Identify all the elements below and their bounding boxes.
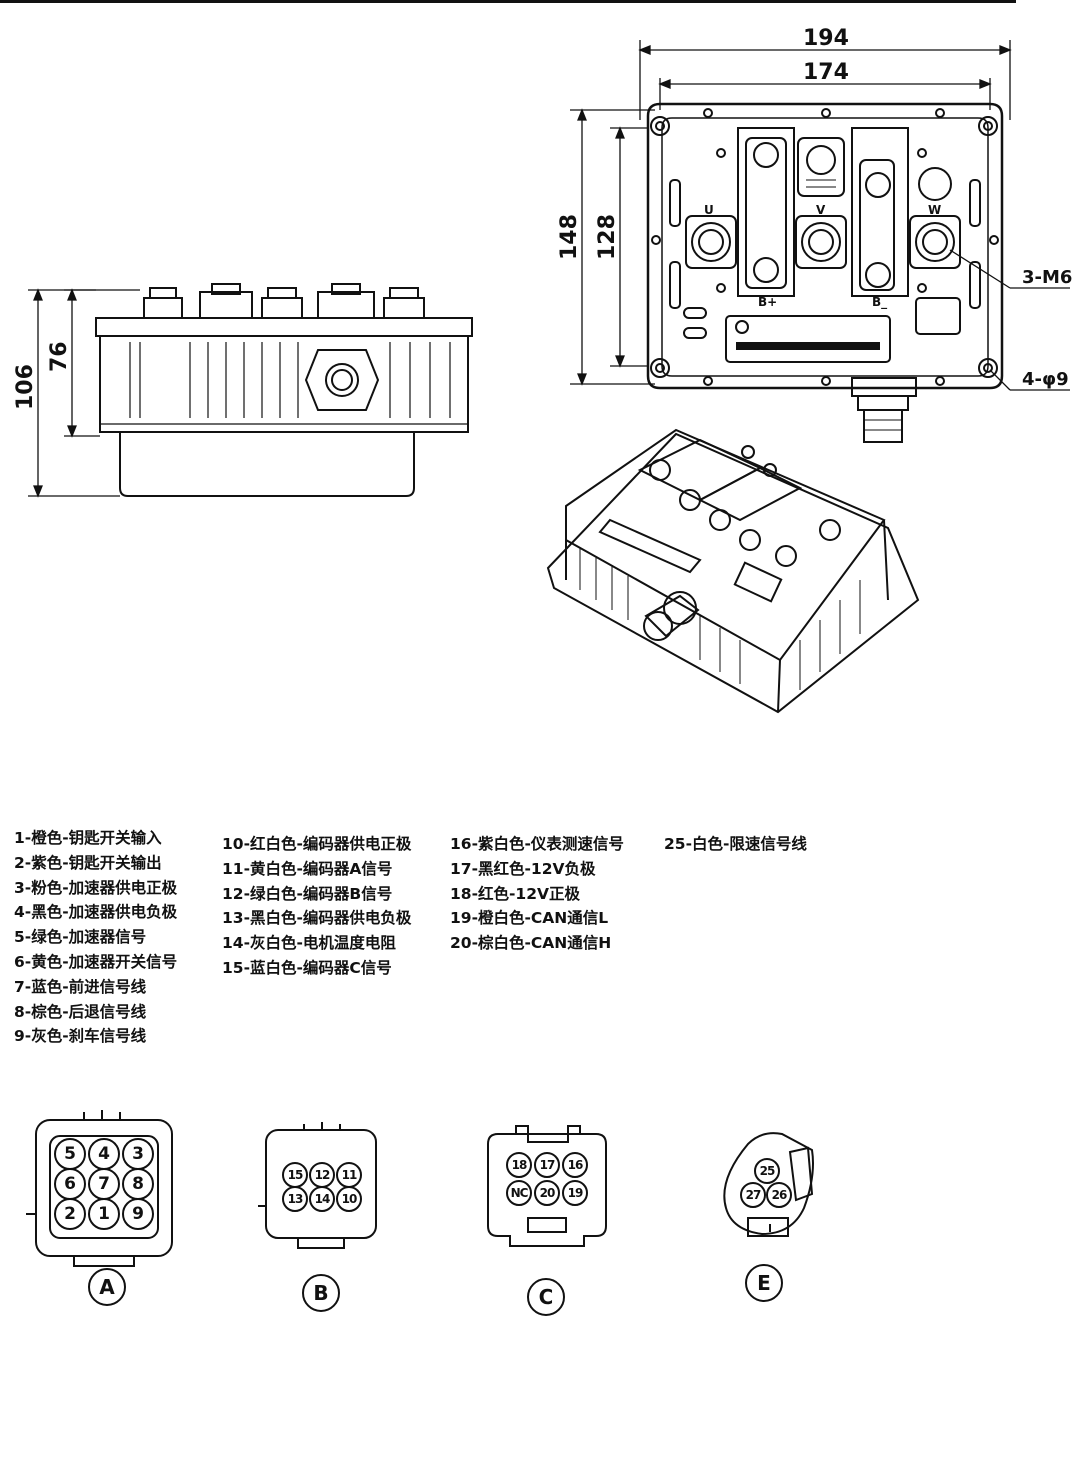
connector-a-pin: 3 [122,1138,154,1170]
legend-item: 2-紫色-钥匙开关输出 [14,853,162,872]
legend-item: 10-红白色-编码器供电正极 [222,835,412,853]
dim-height-outer: 148 [557,214,582,260]
dim-side-body: 76 [47,341,72,372]
connector-e-pin: 26 [766,1182,792,1208]
side-dimension-lines [28,288,140,498]
connector-b-pin: 11 [336,1162,362,1188]
legend-item: 7-蓝色-前进信号线 [14,977,147,996]
connector-a-pin: 8 [122,1168,154,1200]
connector-a-pin: 7 [88,1168,120,1200]
connector-a-label: A [88,1268,126,1306]
dim-side-total: 106 [13,364,38,410]
thread-callout: 3-M6 [1022,267,1072,288]
connector-e-housing [723,1132,814,1237]
isometric-view [546,428,920,714]
legend-item: 4-黑色-加速器供电负极 [14,903,178,922]
legend-item: 3-粉色-加速器供电正极 [14,878,178,897]
legend-item: 17-黑红色-12V负极 [450,859,596,878]
connector-a-pin: 2 [54,1198,86,1230]
legend-item: 14-灰白色-电机温度电阻 [222,934,396,953]
connector-a-housing [26,1110,173,1267]
terminal-w-label: W [928,203,941,217]
dim-width-inner: 174 [803,60,849,85]
connector-b-label: B [302,1274,340,1312]
holes-callout: 4-φ9 [1022,369,1069,390]
connector-a-pin: 1 [88,1198,120,1230]
connector-c-housing [487,1125,607,1247]
connector-b-pin: 15 [282,1162,308,1188]
top-rule [0,0,1016,3]
connector-e-label: E [745,1264,783,1302]
dim-height-inner: 128 [595,214,620,260]
technical-drawing: U V W B+ B_ 194 174 148 128 3-M6 4-φ9 [13,26,1072,714]
connector-a-pin: 6 [54,1168,86,1200]
legend-item: 25-白色-限速信号线 [664,835,807,853]
legend-item: 18-红色-12V正极 [450,884,581,903]
connector-e-pin: 27 [740,1182,766,1208]
terminal-b-plus-label: B+ [758,295,777,309]
terminal-u-label: U [704,203,714,217]
legend-item: 8-棕色-后退信号线 [14,1002,147,1021]
connector-b-pin: 10 [336,1186,362,1212]
connector-a-pin: 9 [122,1198,154,1230]
legend-item: 16-紫白色-仪表测速信号 [450,835,624,853]
connector-c-label: C [527,1278,565,1316]
legend-item: 5-绿色-加速器信号 [14,928,147,947]
legend-column-2: 10-红白色-编码器供电正极 11-黄白色-编码器A信号 12-绿白色-编码器B… [222,832,411,981]
connector-c-pin: 18 [506,1152,532,1178]
top-view [646,102,1004,443]
legend-item: 20-棕白色-CAN通信H [450,934,612,953]
legend-item: 13-黑白色-编码器供电负极 [222,909,412,928]
width-dimension-lines [638,40,1012,120]
height-dimension-lines [570,108,655,386]
terminal-b-minus-label: B_ [872,295,887,310]
legend-column-4: 25-白色-限速信号线 [664,832,807,857]
legend-item: 1-橙色-钥匙开关输入 [14,829,162,847]
connector-c-pin: 16 [562,1152,588,1178]
connector-a-pin: 4 [88,1138,120,1170]
connector-faces [26,1110,814,1267]
connector-b-pin: 13 [282,1186,308,1212]
connector-e-pin: 25 [754,1158,780,1184]
legend-item: 15-蓝白色-编码器C信号 [222,958,392,977]
dim-width-outer: 194 [803,26,849,51]
connector-a-pin: 5 [54,1138,86,1170]
connector-b-pin: 14 [309,1186,335,1212]
legend-item: 19-橙白色-CAN通信L [450,909,609,928]
legend-item: 9-灰色-刹车信号线 [14,1027,147,1046]
legend-item: 6-黄色-加速器开关信号 [14,952,178,971]
side-view [95,283,473,497]
connector-b-housing [258,1122,377,1249]
connector-c-pin: NC [506,1180,532,1206]
legend-item: 12-绿白色-编码器B信号 [222,884,393,903]
legend-item: 11-黄白色-编码器A信号 [222,859,393,878]
connector-c-pin: 19 [562,1180,588,1206]
legend-column-1: 1-橙色-钥匙开关输入 2-紫色-钥匙开关输出 3-粉色-加速器供电正极 4-黑… [14,826,177,1049]
connector-c-pin: 20 [534,1180,560,1206]
terminal-v-label: V [816,203,826,217]
connector-c-pin: 17 [534,1152,560,1178]
legend-column-3: 16-紫白色-仪表测速信号 17-黑红色-12V负极 18-红色-12V正极 1… [450,832,624,956]
connector-b-pin: 12 [309,1162,335,1188]
